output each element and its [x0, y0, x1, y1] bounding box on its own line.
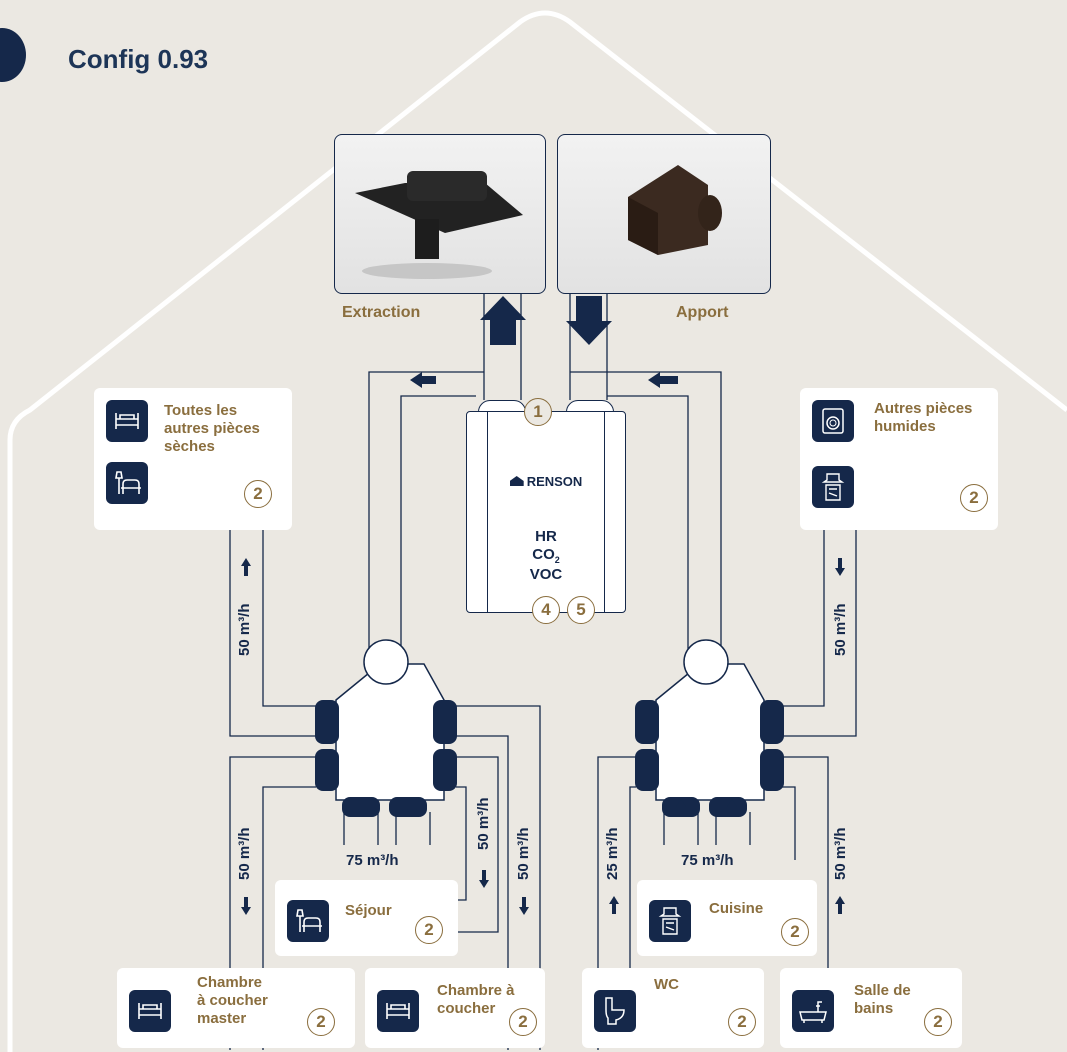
apport-arrow	[566, 296, 612, 345]
apport-outlet-photo	[557, 134, 771, 294]
cooker-hood-icon	[812, 466, 854, 508]
arrow-down-r2	[519, 897, 529, 915]
right-distributor	[635, 639, 784, 817]
room-wc: WC 2	[582, 968, 764, 1048]
unit-badge-5: 5	[567, 596, 595, 624]
left-distributor	[315, 639, 457, 817]
unit-brand: RENSON	[467, 474, 625, 489]
arrow-up-dry	[241, 558, 251, 576]
flow-left-bottom: 50 m³/h	[236, 827, 253, 880]
extraction-arrow	[480, 296, 526, 345]
label-line: Chambre à	[437, 982, 515, 999]
room-label: Cuisine	[709, 900, 764, 917]
bed-icon	[377, 990, 419, 1032]
flow-right-wc: 25 m³/h	[604, 827, 621, 880]
label-line: autres pièces	[164, 420, 260, 437]
arrow-up-rc1	[676, 799, 686, 817]
room-badge: 2	[728, 1008, 756, 1036]
unit-badge-4: 4	[532, 596, 560, 624]
label-line: Salle de	[854, 982, 911, 999]
label-line: bains	[854, 1000, 894, 1017]
bed-icon	[129, 990, 171, 1032]
extraction-outlet-photo	[334, 134, 546, 294]
flow-wet-other: 50 m³/h	[832, 603, 849, 656]
armchair-lamp-icon	[106, 462, 148, 504]
unit-line-voc: VOC	[529, 566, 563, 583]
room-badge: 2	[960, 484, 988, 512]
room-sejour: Séjour 2	[275, 880, 458, 956]
arrow-up-bath	[835, 896, 845, 914]
arrow-up-rc2	[727, 799, 737, 817]
armchair-lamp-icon	[287, 900, 329, 942]
arrow-down-r1	[479, 870, 489, 888]
toilet-icon	[594, 990, 636, 1032]
page-title: Config 0.93	[68, 44, 209, 74]
label-line: master	[197, 1010, 247, 1027]
house-outline	[7, 10, 1067, 1052]
label-line: coucher	[437, 1000, 496, 1017]
washing-machine-icon	[812, 400, 854, 442]
room-label: Séjour	[345, 902, 392, 919]
renson-logo-icon	[509, 476, 524, 486]
bathtub-icon	[792, 990, 834, 1032]
arrow-up-wc	[609, 896, 619, 914]
left-duct-arrow	[410, 372, 436, 388]
flow-right-bath: 50 m³/h	[832, 827, 849, 880]
ventilation-unit: RENSON HR CO2 VOC	[466, 411, 626, 613]
room-badge: 2	[781, 918, 809, 946]
unit-line-co2: CO2	[532, 546, 560, 565]
label-line: sèches	[164, 438, 215, 455]
flow-left-right-1: 50 m³/h	[475, 797, 492, 850]
room-badge: 2	[509, 1008, 537, 1036]
room-badge: 2	[244, 480, 272, 508]
apport-label: Apport	[676, 304, 729, 321]
cooker-hood-icon	[649, 900, 691, 942]
room-cuisine: Cuisine 2	[637, 880, 817, 956]
flow-dry-other: 50 m³/h	[236, 603, 253, 656]
room-badge: 2	[924, 1008, 952, 1036]
arrow-down-c2	[407, 799, 417, 817]
arrow-down-wet	[835, 558, 845, 576]
label-line: Chambre	[197, 974, 263, 991]
arrow-down-lb	[241, 897, 251, 915]
flow-right-center: 75 m³/h	[681, 852, 734, 869]
bed-icon	[106, 400, 148, 442]
flow-left-center: 75 m³/h	[346, 852, 399, 869]
extraction-label: Extraction	[342, 304, 421, 321]
unit-badge-1: 1	[524, 398, 552, 426]
label-line: Toutes les	[164, 402, 238, 419]
arrow-down-c1	[358, 799, 368, 817]
room-badge: 2	[307, 1008, 335, 1036]
room-badge: 2	[415, 916, 443, 944]
flow-left-right-2: 50 m³/h	[515, 827, 532, 880]
label-line: humides	[874, 418, 936, 435]
label-line: Autres pièces	[874, 400, 973, 417]
right-duct-arrow	[648, 372, 678, 388]
room-label: WC	[654, 976, 679, 993]
label-line: à coucher	[197, 992, 268, 1009]
unit-line-hr: HR	[535, 528, 557, 545]
